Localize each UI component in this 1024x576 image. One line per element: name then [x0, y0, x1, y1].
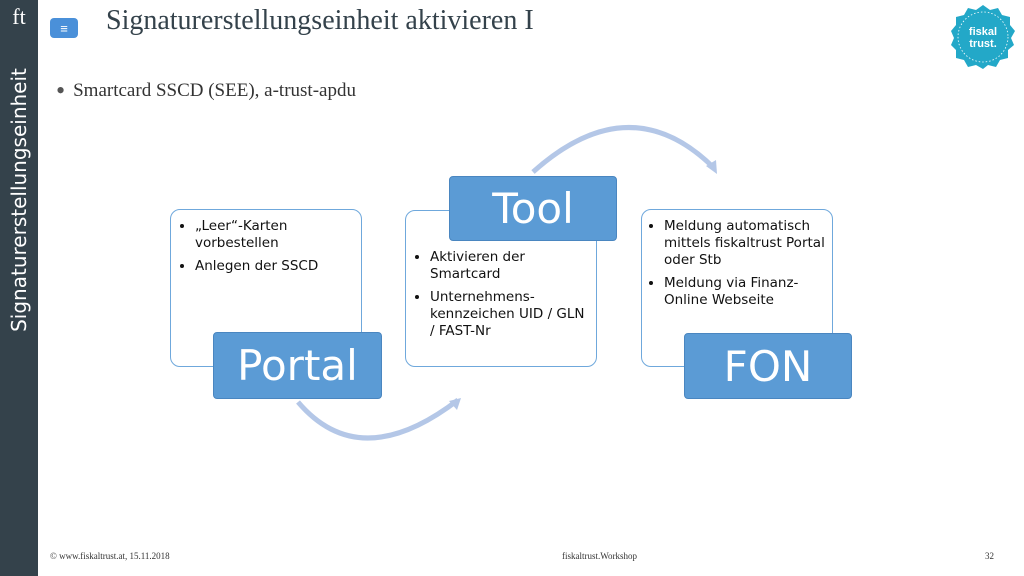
ft-logo: ft: [12, 4, 26, 29]
bullet-icon: •: [56, 76, 66, 105]
footer-copyright: © www.fiskaltrust.at, 15.11.2018: [50, 551, 170, 561]
list-item: „Leer“-Karten vorbestellen: [195, 218, 353, 252]
list-item: Unternehmens-kennzeichen UID / GLN / FAS…: [430, 289, 588, 340]
list-item: Aktivieren der Smartcard: [430, 249, 588, 283]
sidebar: ft Signaturerstellungseinheit: [0, 0, 38, 576]
footer-event: fiskaltrust.Workshop: [562, 551, 638, 561]
fon-list: Meldung automatisch mittels fiskaltrust …: [644, 218, 828, 309]
arrow-head-tool-to-fon: [706, 160, 717, 174]
fiskaltrust-seal-icon: fiskal trust.: [951, 5, 1015, 69]
list-item: Anlegen der SSCD: [195, 258, 353, 275]
arrow-head-portal-to-tool: [449, 398, 461, 410]
fon-label: FON: [684, 333, 852, 399]
arrow-portal-to-tool: [296, 398, 460, 441]
arrow-tool-to-fon: [531, 125, 716, 174]
subtitle-bullet: • Smartcard SSCD (SEE), a-trust-apdu: [56, 76, 356, 106]
hamburger-icon: ≡: [60, 20, 68, 36]
footer-page-number: 32: [985, 551, 994, 561]
seal-text-line1: fiskal: [969, 26, 997, 38]
list-item: Meldung via Finanz-Online Webseite: [664, 275, 828, 309]
tool-label: Tool: [449, 176, 617, 241]
portal-list: „Leer“-Karten vorbestellen Anlegen der S…: [175, 218, 353, 275]
list-item: Meldung automatisch mittels fiskaltrust …: [664, 218, 828, 269]
portal-label: Portal: [213, 332, 382, 399]
slide-title: Signaturerstellungseinheit aktivieren I: [106, 5, 534, 36]
seal-text-line2: trust.: [969, 38, 997, 50]
subtitle-text: Smartcard SSCD (SEE), a-trust-apdu: [73, 80, 356, 101]
menu-button[interactable]: ≡: [50, 18, 78, 38]
tool-list: Aktivieren der Smartcard Unternehmens-ke…: [410, 249, 588, 340]
